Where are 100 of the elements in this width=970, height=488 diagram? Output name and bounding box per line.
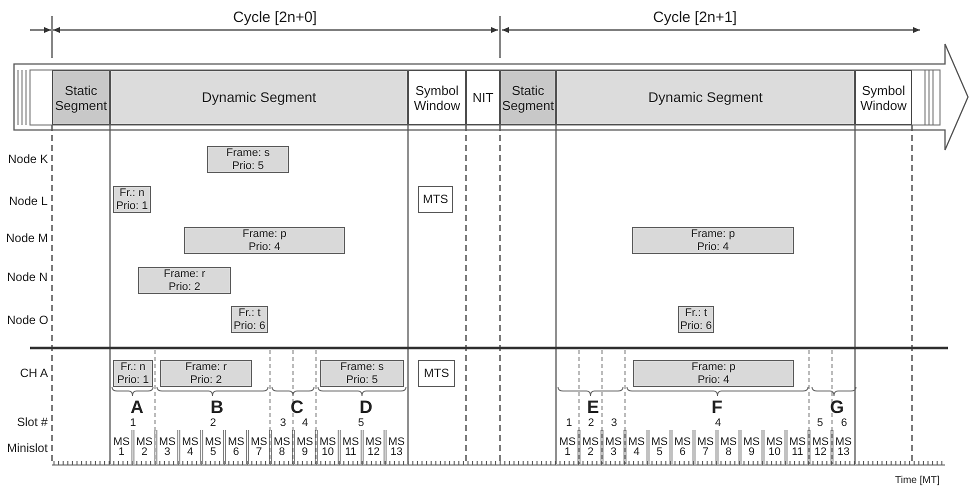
minislot-label: MS 6 bbox=[226, 437, 246, 457]
slot-number: 1 bbox=[566, 417, 572, 430]
minislot-label: MS 1 bbox=[558, 437, 577, 457]
frame-label: Frame: r bbox=[185, 360, 227, 374]
slot-number: 3 bbox=[280, 417, 286, 430]
minislot-label: MS 3 bbox=[604, 437, 623, 457]
frame-label: Fr.: t bbox=[238, 306, 260, 320]
minislot-label: MS 12 bbox=[364, 437, 383, 457]
minislot-label: MS 3 bbox=[158, 437, 177, 457]
frame-box bbox=[207, 146, 289, 173]
minislot-label: MS 12 bbox=[811, 437, 830, 457]
minislot-label: MS 5 bbox=[650, 437, 669, 457]
slot-letter: E bbox=[587, 398, 600, 418]
row-label: Node O bbox=[7, 314, 48, 327]
symbol-box bbox=[418, 360, 455, 387]
row-label: Minislot bbox=[7, 442, 48, 455]
frame-label: Prio: 1 bbox=[117, 374, 149, 386]
frame-label: Fr.: n bbox=[120, 360, 146, 374]
frame-label: Prio: 1 bbox=[116, 200, 148, 212]
frame-box bbox=[678, 306, 714, 333]
segment-label: Dynamic Segment bbox=[202, 90, 316, 105]
slot-letter: F bbox=[712, 398, 722, 418]
segment-label: Symbol Window bbox=[859, 82, 908, 112]
minislot-label: MS 13 bbox=[387, 437, 406, 457]
segment-label: NIT bbox=[472, 90, 494, 105]
segment-box bbox=[52, 70, 110, 125]
frame-label: Prio: 6 bbox=[680, 320, 712, 332]
segment-box bbox=[466, 70, 500, 125]
slot-number: 5 bbox=[358, 417, 364, 430]
slot-letter: C bbox=[290, 398, 304, 418]
slot-number: 5 bbox=[817, 417, 824, 430]
cycle-label: Cycle [2n+0] bbox=[233, 10, 317, 26]
frame-label: Frame: s bbox=[340, 360, 384, 374]
row-label: Node K bbox=[8, 152, 48, 166]
frame-box bbox=[160, 360, 252, 387]
frame-label: Prio: 4 bbox=[698, 374, 730, 386]
row-label: Slot # bbox=[17, 416, 48, 429]
frame-label: Fr.: t bbox=[685, 306, 707, 320]
slot-number: 6 bbox=[841, 417, 848, 430]
minislot-label: MS 7 bbox=[696, 437, 715, 457]
slot-number: 4 bbox=[715, 417, 722, 430]
minislot-label: MS 9 bbox=[296, 437, 314, 457]
row-label: Node L bbox=[9, 194, 48, 208]
slot-letter: B bbox=[210, 398, 224, 418]
segment-box bbox=[408, 70, 466, 125]
frame-label: Frame: p bbox=[690, 228, 735, 240]
slot-number: 1 bbox=[130, 417, 136, 430]
minislot-label: MS 2 bbox=[581, 437, 600, 457]
frame-label: Prio: 5 bbox=[346, 374, 378, 386]
minislot-label: MS 4 bbox=[627, 437, 646, 457]
minislot-label: MS 5 bbox=[204, 437, 222, 457]
minislot-label: MS 11 bbox=[788, 437, 807, 457]
frame-label: Prio: 5 bbox=[232, 160, 264, 172]
segment-box bbox=[110, 70, 408, 125]
cycle-label: Cycle [2n+1] bbox=[653, 10, 737, 26]
frame-box bbox=[632, 227, 794, 254]
minislot-label: MS 4 bbox=[180, 437, 200, 457]
minislot-label: MS 11 bbox=[341, 437, 360, 457]
slot-letter: G bbox=[830, 398, 844, 418]
minislot-label: MS 10 bbox=[765, 437, 784, 457]
frame-label: Frame: r bbox=[164, 268, 206, 280]
frame-box bbox=[320, 360, 404, 387]
frame-box bbox=[633, 360, 794, 387]
minislot-label: MS 13 bbox=[834, 437, 853, 457]
frame-label: Fr.: n bbox=[119, 186, 145, 200]
slot-letter: D bbox=[360, 398, 372, 418]
frame-label: Frame: p bbox=[242, 228, 286, 240]
row-label: Node M bbox=[6, 232, 48, 245]
row-label: CH A bbox=[20, 366, 48, 380]
frame-label: Prio: 2 bbox=[168, 280, 200, 294]
frame-box bbox=[113, 360, 153, 387]
axis-label: Time [MT] bbox=[895, 474, 940, 486]
segment-box bbox=[855, 70, 912, 125]
segment-label: Static Segment bbox=[501, 82, 555, 112]
frame-label: Prio: 4 bbox=[248, 240, 280, 254]
minislot-label: MS 6 bbox=[673, 437, 692, 457]
frame-label: Frame: s bbox=[226, 146, 270, 160]
row-label: Node N bbox=[7, 270, 48, 284]
minislot-label: MS 7 bbox=[250, 437, 268, 457]
minislot-label: MS 1 bbox=[112, 437, 131, 457]
frame-box bbox=[184, 227, 345, 254]
frame-label: Prio: 2 bbox=[190, 374, 222, 386]
slot-letter: A bbox=[130, 398, 144, 418]
minislot-label: MS 8 bbox=[272, 437, 292, 457]
frame-box bbox=[231, 306, 268, 333]
minislot-label: MS 10 bbox=[318, 437, 337, 457]
segment-label: Static Segment bbox=[54, 82, 108, 112]
frame-label: MTS bbox=[422, 193, 448, 206]
minislot-label: MS 8 bbox=[719, 437, 738, 457]
slot-number: 2 bbox=[588, 417, 594, 430]
frame-label: Prio: 4 bbox=[697, 240, 729, 254]
slot-number: 3 bbox=[611, 417, 618, 430]
segment-box bbox=[556, 70, 855, 125]
segment-label: Dynamic Segment bbox=[648, 90, 763, 105]
frame-box bbox=[138, 267, 231, 294]
frame-label: Frame: p bbox=[691, 360, 736, 374]
frame-label: MTS bbox=[424, 367, 450, 380]
slot-number: 4 bbox=[302, 417, 308, 430]
frame-label: Prio: 6 bbox=[234, 320, 266, 332]
minislot-label: MS 9 bbox=[742, 437, 761, 457]
